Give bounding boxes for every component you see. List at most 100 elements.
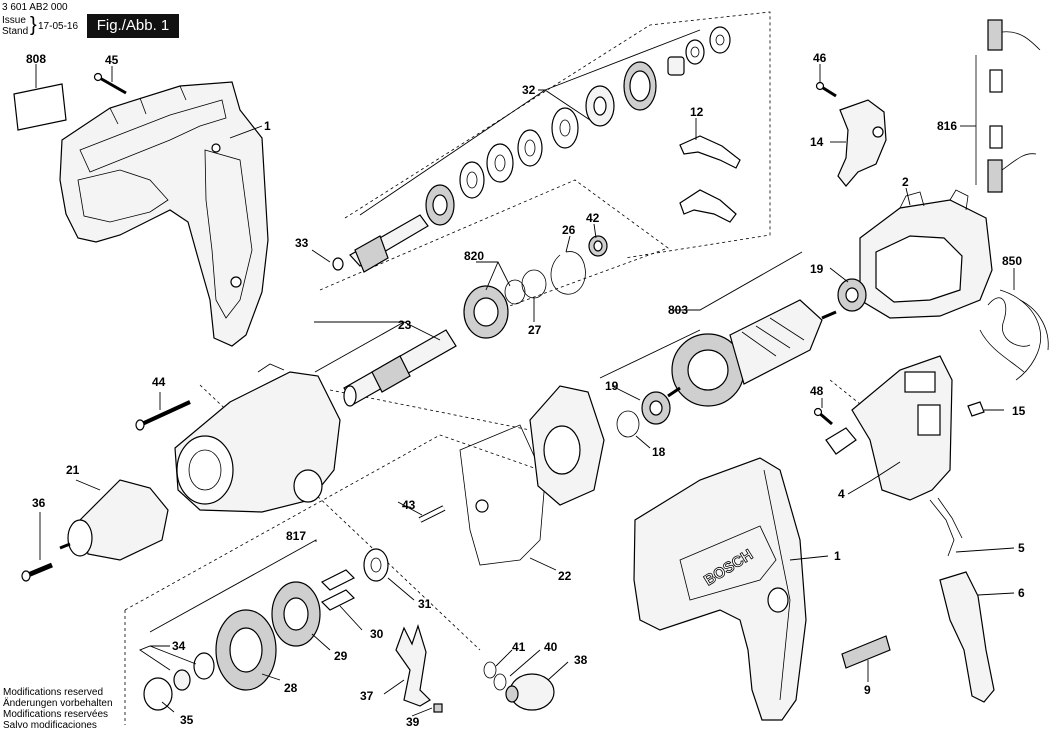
callout-39: 39 <box>406 715 420 729</box>
callout-28: 28 <box>284 681 298 695</box>
part-27-circlip <box>504 269 547 305</box>
callout-18: 18 <box>652 445 666 459</box>
part-850-wires <box>979 289 1049 381</box>
callout-26: 26 <box>562 223 576 237</box>
callout-27: 27 <box>528 323 542 337</box>
callout-46: 46 <box>813 51 827 65</box>
callout-43: 43 <box>402 498 416 512</box>
callout-34: 34 <box>172 639 186 653</box>
callout-4: 4 <box>838 487 845 501</box>
part-803-armature <box>667 299 837 407</box>
part-gear-housing <box>174 363 341 513</box>
callout-41: 41 <box>512 640 526 654</box>
part-bearing-flange <box>529 385 605 506</box>
figure-label: Fig./Abb. 1 <box>87 14 179 38</box>
callout-817: 817 <box>286 529 306 543</box>
part-39-pin <box>433 703 443 713</box>
callout-6: 6 <box>1018 586 1025 600</box>
callout-15: 15 <box>1012 404 1026 418</box>
part-5-cable-clamp <box>929 497 963 557</box>
part-44-screw <box>135 400 191 431</box>
callout-23: 23 <box>398 318 412 332</box>
callout-19-lower: 19 <box>605 379 619 393</box>
doc-number: 3 601 AB2 000 <box>2 2 68 13</box>
part-43-pin <box>418 505 446 523</box>
part-32-gear-train <box>425 26 731 226</box>
assembly-guide-lines <box>124 11 881 725</box>
footer-note-en: Modifications reserved <box>3 687 104 698</box>
callout-850: 850 <box>1002 254 1022 268</box>
callout-1-housing-left: 1 <box>264 119 271 133</box>
callout-816: 816 <box>937 119 957 133</box>
callout-32: 32 <box>522 83 536 97</box>
callout-45: 45 <box>105 53 119 67</box>
part-6-cable-sleeve <box>939 571 995 703</box>
callout-21: 21 <box>66 463 80 477</box>
part-2-field-stator <box>859 189 993 319</box>
part-37-selector-lever <box>395 624 431 707</box>
callout-31: 31 <box>418 597 432 611</box>
part-48-screw <box>813 407 833 426</box>
part-42-bushing <box>588 235 608 257</box>
footer-note-de: Änderungen vorbehalten <box>3 698 113 709</box>
part-28-gear <box>215 609 277 691</box>
part-34-washer <box>173 652 215 691</box>
callout-12: 12 <box>690 105 704 119</box>
callout-40: 40 <box>544 640 558 654</box>
part-19-bearing-lower <box>641 391 671 425</box>
part-14-brush-holder <box>837 99 887 187</box>
leader-lines <box>35 29 1015 717</box>
part-31-washer <box>363 548 389 582</box>
part-808-label-plate <box>13 83 67 131</box>
callout-37: 37 <box>360 689 374 703</box>
part-21-chuck <box>59 479 169 561</box>
callout-9: 9 <box>864 683 871 697</box>
part-41-ring <box>483 661 497 679</box>
issue-label: Issue <box>2 15 26 26</box>
part-820-ball-bearing <box>463 285 509 339</box>
callout-19-upper: 19 <box>810 262 824 276</box>
part-22-gasket <box>459 424 546 566</box>
part-1-housing-left <box>59 81 269 347</box>
callout-808: 808 <box>26 52 46 66</box>
part-36-screw <box>21 562 53 582</box>
part-35-nut <box>143 677 173 711</box>
callout-labels: 808 45 1 32 12 46 816 14 2 33 820 26 42 … <box>26 51 1026 729</box>
callout-1-housing-right: 1 <box>834 549 841 563</box>
callout-2: 2 <box>902 175 909 189</box>
part-15-cap <box>967 401 985 417</box>
part-30-shift-fork <box>320 569 356 611</box>
callout-44: 44 <box>152 375 166 389</box>
callout-22: 22 <box>558 569 572 583</box>
callout-14: 14 <box>810 135 824 149</box>
part-1-housing-right: BOSCH <box>633 457 807 721</box>
callout-35: 35 <box>180 713 194 727</box>
callout-48: 48 <box>810 384 824 398</box>
callout-42: 42 <box>586 211 600 225</box>
part-816-carbon-brushes <box>975 19 1041 193</box>
part-9-label-plate <box>841 635 891 669</box>
stand-label: Stand <box>2 26 29 37</box>
callout-803: 803 <box>668 303 688 317</box>
part-19-bearing-upper <box>837 278 867 312</box>
callout-38: 38 <box>574 653 588 667</box>
part-4-switch <box>825 355 953 501</box>
part-18-ring <box>616 410 640 438</box>
callout-33: 33 <box>295 236 309 250</box>
part-45-screw <box>93 72 127 95</box>
part-26-retaining-ring <box>550 251 586 295</box>
footer-note-es: Salvo modificaciones <box>3 720 97 731</box>
footer-note-fr: Modifications reservées <box>3 709 109 720</box>
part-23-drive-spindle <box>343 329 457 407</box>
part-12-clip <box>679 135 741 223</box>
callout-30: 30 <box>370 627 384 641</box>
part-40-ring <box>493 673 507 691</box>
part-29-gear <box>271 581 321 647</box>
issue-date: 17-05-16 <box>38 21 79 32</box>
part-38-selector-knob <box>505 673 555 711</box>
part-46-screw <box>815 81 837 98</box>
callout-5: 5 <box>1018 541 1025 555</box>
part-33-spindle-shaft <box>332 214 429 273</box>
callout-36: 36 <box>32 496 46 510</box>
